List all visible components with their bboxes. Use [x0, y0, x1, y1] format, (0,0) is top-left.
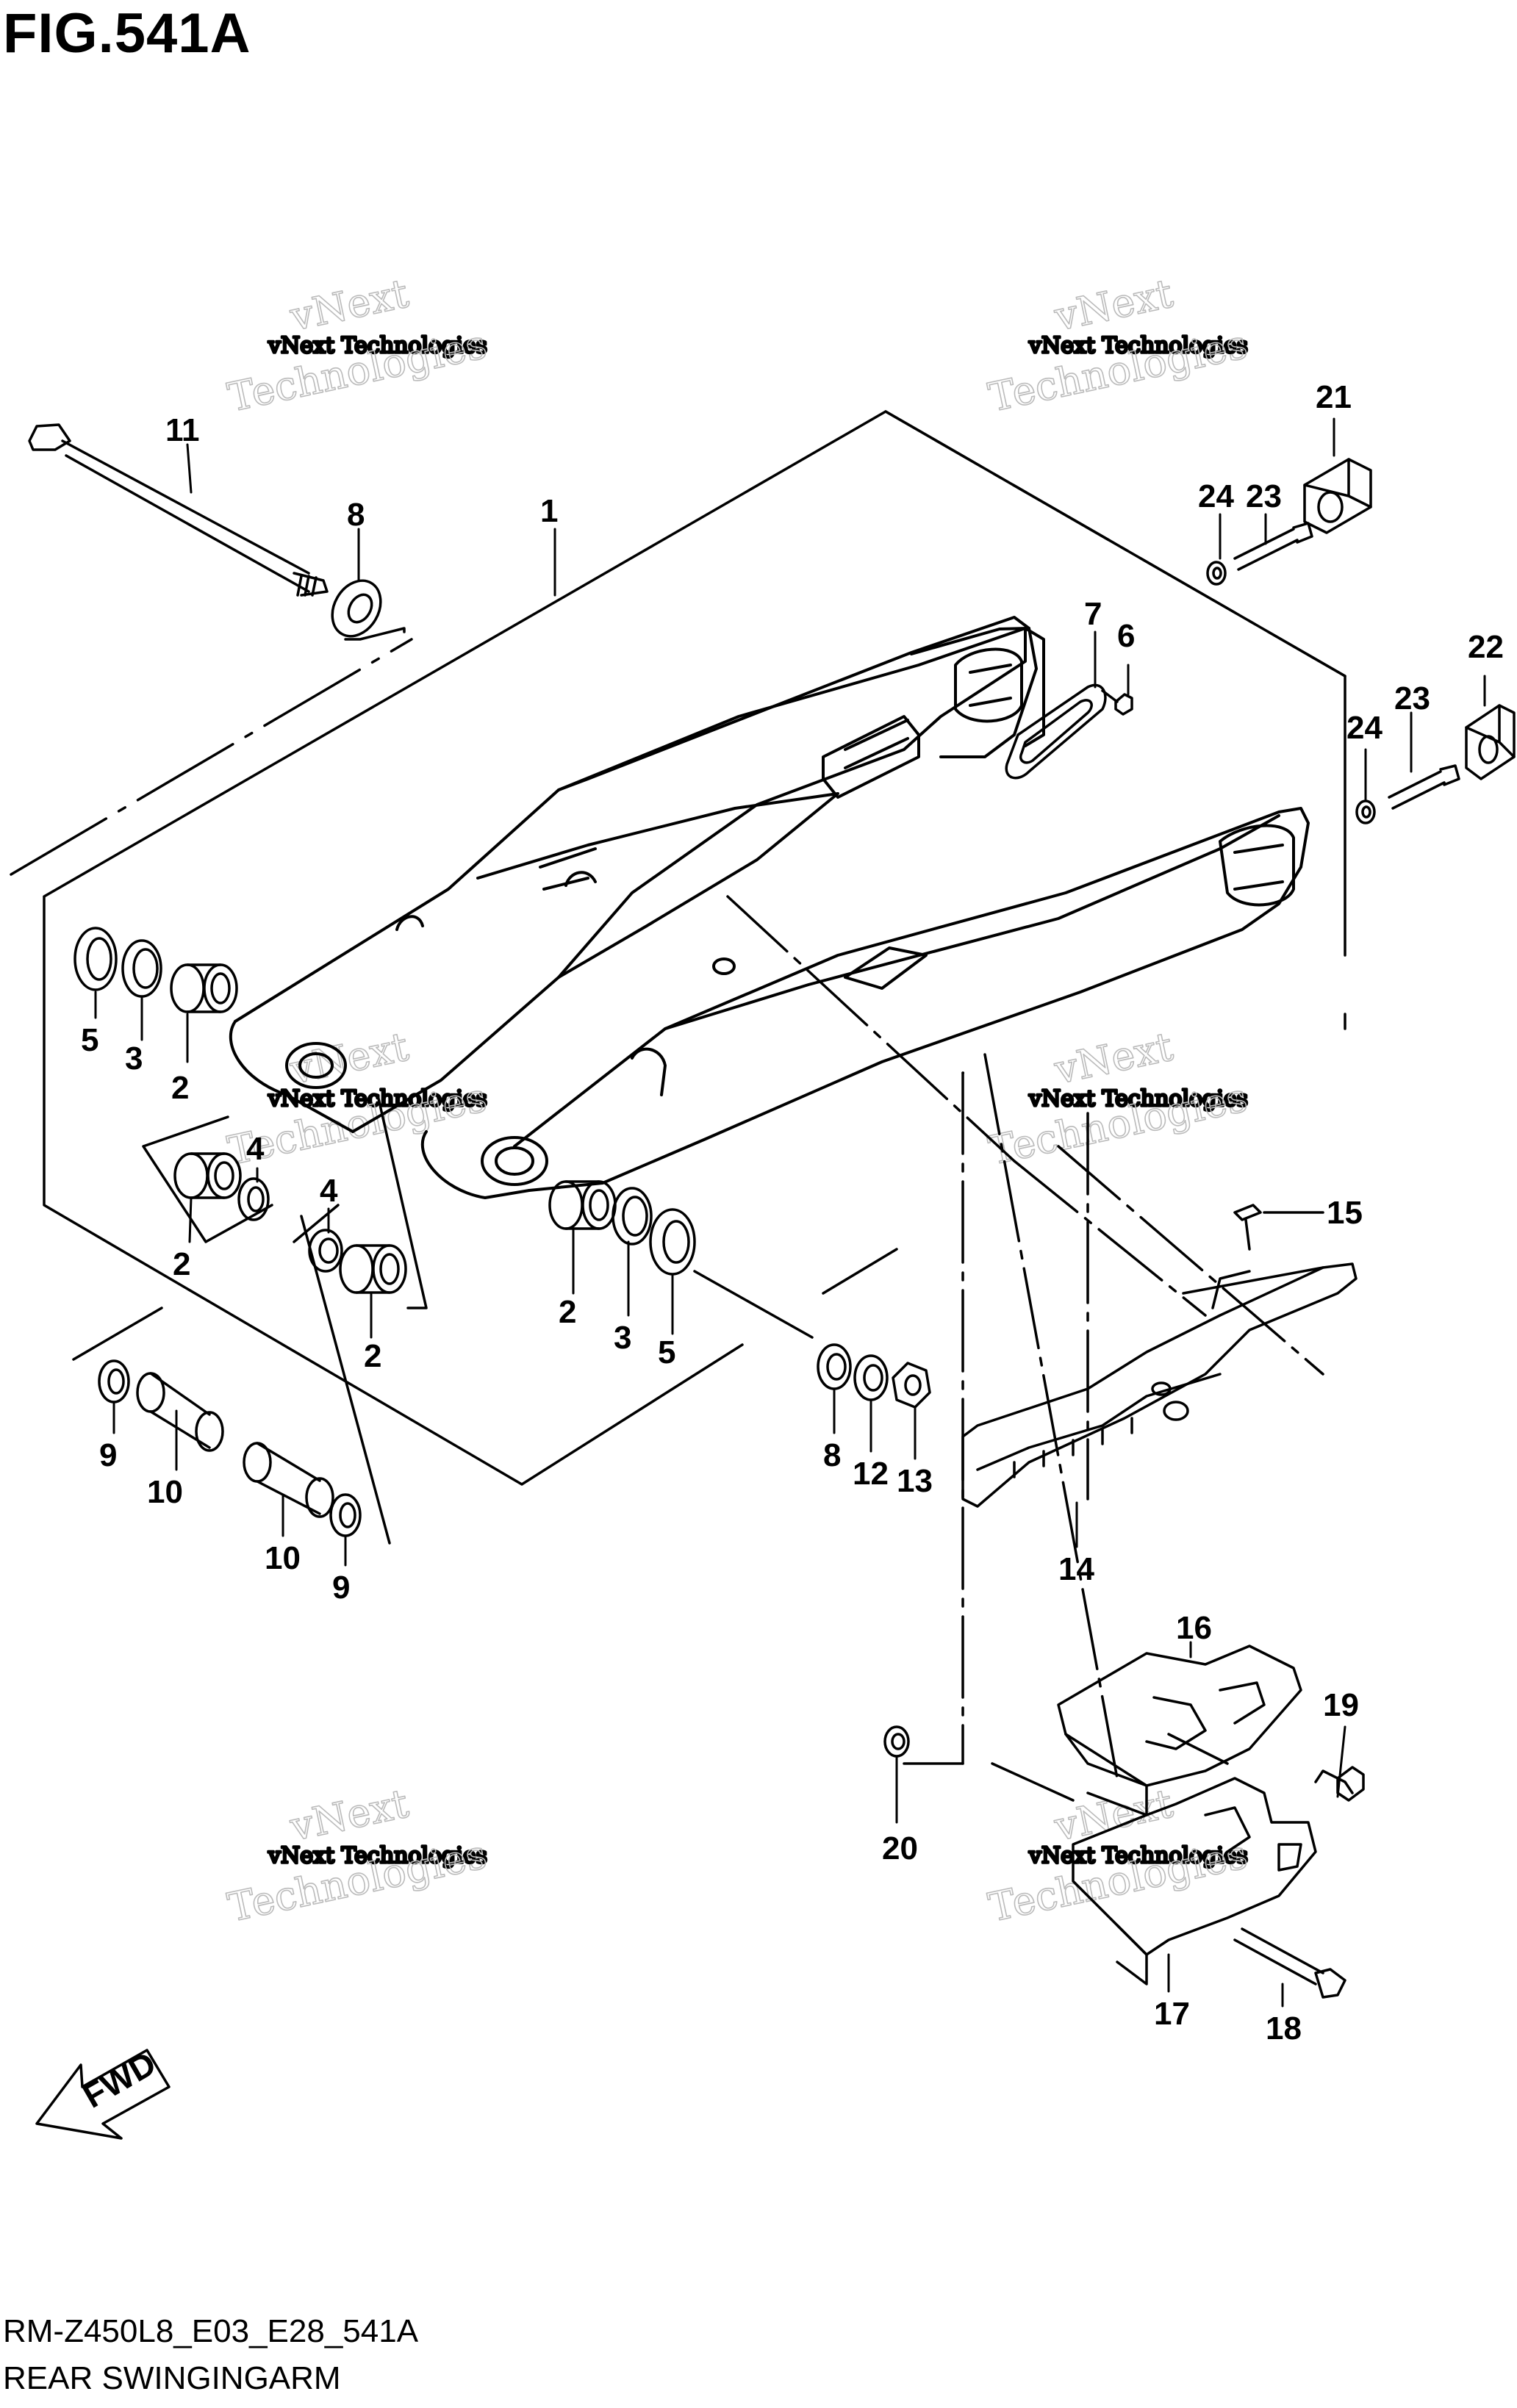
watermark-text: vNext Technologies — [1028, 1843, 1248, 1869]
callout-14: 14 — [1058, 1551, 1094, 1587]
part-23-adjuster-bolt — [1233, 522, 1313, 571]
callout-19: 19 — [1323, 1687, 1359, 1723]
callout-16: 16 — [1176, 1610, 1212, 1646]
part-18-bolt — [1233, 1927, 1346, 1999]
swingarm — [229, 616, 1310, 1199]
watermark-text: vNext Technologies — [268, 1843, 487, 1869]
callout-9: 9 — [99, 1437, 117, 1473]
part-10-collar — [243, 1442, 334, 1518]
part-2-bearing — [170, 963, 238, 1013]
callout-8: 8 — [823, 1437, 841, 1473]
part-16-chain-guide-cover — [1057, 1645, 1302, 1816]
leader-line — [693, 1270, 814, 1339]
callout-2: 2 — [173, 1246, 190, 1282]
callout-4: 4 — [246, 1131, 265, 1167]
assembly-lines — [726, 895, 1324, 1780]
part-24-washer — [1206, 561, 1227, 586]
watermark-text: vNext — [1050, 1780, 1177, 1850]
part-24-washer — [1355, 799, 1376, 824]
part-15-screw — [1233, 1204, 1262, 1251]
assembly-frame — [43, 410, 1346, 1486]
callout-3: 3 — [614, 1320, 631, 1356]
watermark-text: vNext — [286, 1780, 413, 1850]
watermark-text: vNext Technologies — [1028, 1086, 1248, 1112]
watermark-text: vNext Technologies — [1028, 333, 1248, 359]
group-bracket — [293, 1204, 340, 1243]
watermark-text: vNext Technologies — [268, 333, 487, 359]
part-7-chain-adjuster — [1005, 683, 1107, 780]
part-2-bearing — [339, 1244, 407, 1294]
callout-12: 12 — [853, 1456, 889, 1492]
part-17-chain-guide — [1072, 1777, 1317, 1985]
part-3-oil-seal — [121, 939, 162, 998]
part-11-pivot-shaft — [28, 423, 329, 597]
callout-21: 21 — [1316, 379, 1352, 415]
assembly-lines — [991, 1733, 1229, 1802]
callout-13: 13 — [897, 1463, 933, 1499]
part-21-adjuster-block — [1303, 458, 1372, 534]
callout-6: 6 — [1117, 618, 1135, 654]
group-bracket — [377, 1097, 428, 1309]
group-bracket — [72, 1215, 391, 1545]
part-12-washer — [853, 1354, 889, 1401]
callout-9: 9 — [332, 1570, 350, 1606]
callout-23: 23 — [1246, 478, 1282, 514]
callout-8: 8 — [347, 497, 365, 533]
part-8-washer — [331, 579, 406, 641]
callout-17: 17 — [1154, 1996, 1190, 2032]
part-5-seal — [73, 927, 118, 991]
part-23-adjuster-bolt — [1388, 764, 1460, 810]
callout-1: 1 — [540, 493, 558, 529]
callout-5: 5 — [658, 1334, 675, 1370]
callout-22: 22 — [1468, 629, 1504, 665]
part-9-washer — [98, 1359, 130, 1404]
part-6-bolt — [1101, 689, 1133, 716]
part-5-seal — [649, 1208, 696, 1276]
callout-3: 3 — [125, 1041, 143, 1077]
callout-24: 24 — [1198, 478, 1234, 514]
assembly-frame-dashed — [10, 410, 1346, 876]
leader-lines — [94, 417, 1486, 2008]
callout-11: 11 — [165, 412, 200, 448]
callout-7: 7 — [1084, 596, 1102, 632]
callout-23: 23 — [1394, 680, 1430, 716]
watermark-text: vNext — [1050, 1023, 1177, 1093]
callout-4: 4 — [320, 1173, 338, 1209]
watermark-text: vNext — [1050, 270, 1177, 340]
figure-name: REAR SWINGINGARM — [3, 2360, 341, 2396]
callout-24: 24 — [1346, 710, 1382, 746]
fwd-arrow-icon: FWD — [35, 2044, 171, 2140]
callout-10: 10 — [147, 1474, 183, 1510]
callout-2: 2 — [364, 1338, 381, 1374]
callout-18: 18 — [1266, 2010, 1302, 2046]
part-20-nut — [883, 1725, 910, 1758]
callout-2: 2 — [559, 1294, 576, 1330]
callout-20: 20 — [882, 1830, 918, 1866]
figure-code: RM-Z450L8_E03_E28_541A — [3, 2313, 419, 2349]
figure-title: FIG.541A — [3, 2, 251, 65]
watermark-text: vNext — [286, 270, 413, 340]
part-4-spacer — [237, 1177, 270, 1221]
part-10-collar — [136, 1372, 224, 1452]
callout-10: 10 — [265, 1540, 301, 1576]
part-14-chain-buffer — [961, 1262, 1358, 1508]
part-9-washer — [329, 1493, 362, 1537]
callout-15: 15 — [1327, 1195, 1363, 1231]
part-22-adjuster-block — [1465, 704, 1516, 780]
callout-5: 5 — [81, 1022, 98, 1058]
part-3-oil-seal — [612, 1187, 653, 1246]
callout-2: 2 — [171, 1070, 189, 1106]
group-bracket — [142, 1115, 273, 1243]
part-13-nut — [892, 1362, 931, 1409]
part-8-washer — [817, 1343, 852, 1390]
